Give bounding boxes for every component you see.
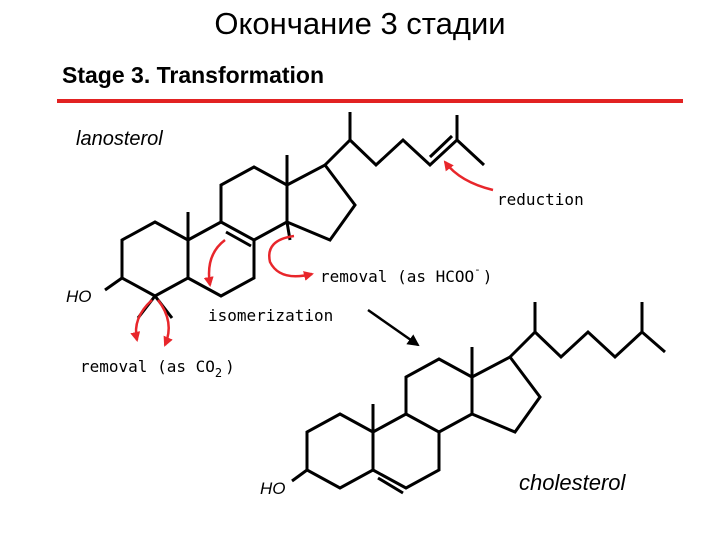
lanosterol-ring-a bbox=[120, 220, 190, 298]
isomerization-label: isomerization bbox=[208, 306, 333, 325]
cholesterol-structure: HO bbox=[260, 302, 666, 498]
cholesterol-side-chain bbox=[508, 302, 666, 360]
lanosterol-side-chain-double-bond bbox=[428, 134, 454, 159]
removal-co2-arrow-left bbox=[130, 299, 153, 342]
lanosterol-ring-b bbox=[187, 220, 256, 298]
title-divider bbox=[57, 99, 683, 103]
reduction-arrow bbox=[443, 160, 494, 192]
cholesterol-double-bond bbox=[377, 476, 404, 495]
cholesterol-ring-b bbox=[372, 412, 441, 490]
lanosterol-hydroxyl-label: HO bbox=[66, 287, 92, 306]
transformation-arrow bbox=[367, 308, 420, 347]
lanosterol-side-chain bbox=[323, 112, 486, 168]
lanosterol-methyl-groups bbox=[136, 155, 292, 319]
removal-hcoo-label: removal (as HCOO-) bbox=[320, 263, 492, 286]
reduction-label: reduction bbox=[497, 190, 584, 209]
lanosterol-structure: HO bbox=[66, 112, 486, 319]
slide-subtitle: Stage 3. Transformation bbox=[62, 62, 325, 88]
isomerization-arrow bbox=[203, 239, 226, 287]
cholesterol-ring-d bbox=[471, 355, 542, 434]
slide-title: Окончание 3 стадии bbox=[214, 6, 506, 41]
cholesterol-label: cholesterol bbox=[519, 470, 627, 495]
cholesterol-ho-bond bbox=[291, 468, 308, 483]
cholesterol-ring-a bbox=[305, 412, 375, 490]
lanosterol-label: lanosterol bbox=[76, 128, 163, 150]
lanosterol-double-bond bbox=[225, 230, 252, 248]
cholesterol-hydroxyl-label: HO bbox=[260, 479, 286, 498]
removal-co2-label: removal (as CO2) bbox=[80, 357, 235, 380]
removal-hcoo-arrow bbox=[268, 234, 314, 281]
reaction-arrows bbox=[130, 160, 494, 347]
lanosterol-ring-c bbox=[219, 165, 289, 242]
removal-co2-arrow-right bbox=[157, 299, 173, 347]
cholesterol-ring-c bbox=[404, 357, 474, 434]
lanosterol-ring-d bbox=[286, 163, 357, 242]
lanosterol-ho-bond bbox=[104, 276, 123, 292]
cholesterol-methyl-groups bbox=[371, 347, 474, 432]
